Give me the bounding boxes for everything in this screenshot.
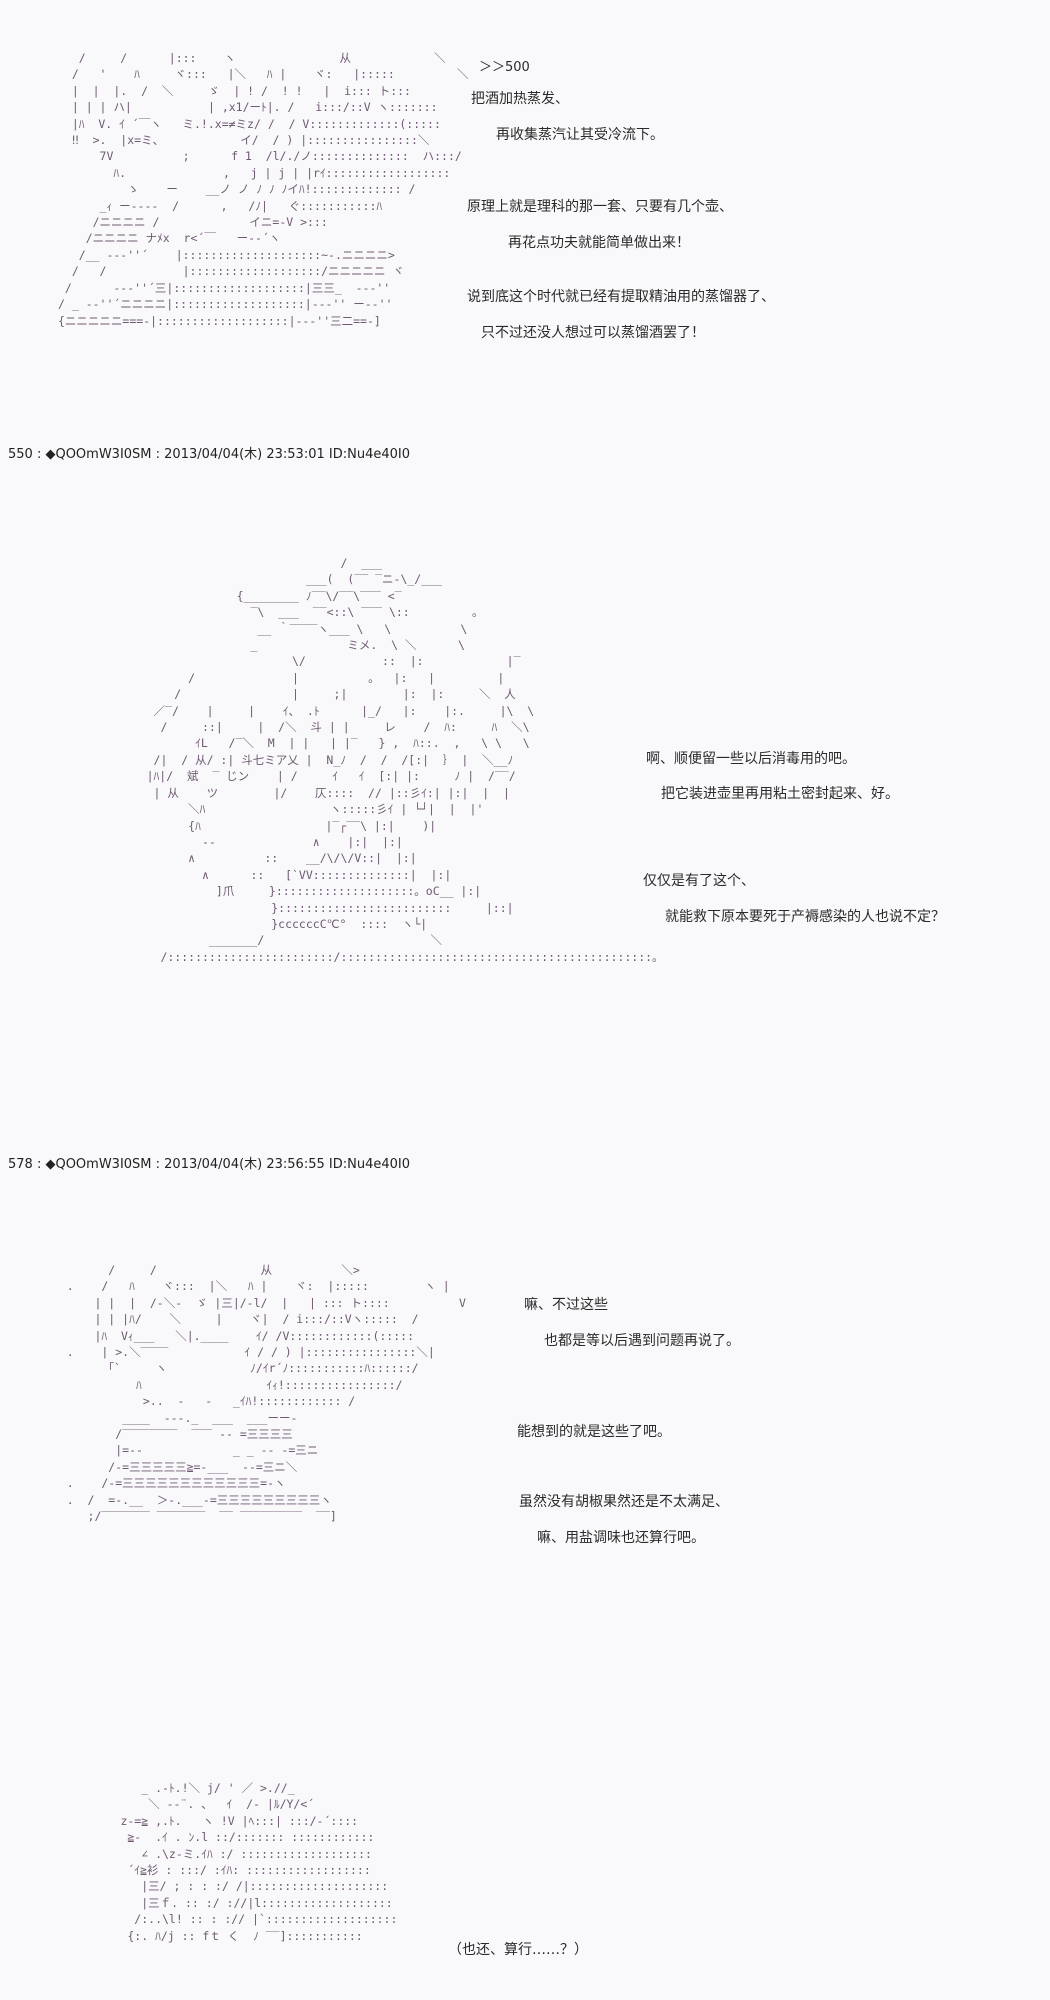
- ascii-art-line: |=-- _ _ ‐- ‐=三ニ: [46, 1443, 319, 1458]
- dialogue-line: 虽然没有胡椒果然还是不太满足、: [519, 1494, 729, 1510]
- post-header-550: 550 : ◆QOOmW3I0SM : 2013/04/04(木) 23:53:…: [8, 447, 410, 462]
- dialogue-line: 再收集蒸汽让其受冷流下。: [496, 127, 664, 143]
- ascii-art-line: ‼ >. |x=ミ、 イ/ / ) |::::::::::::::::＼: [58, 133, 430, 148]
- ascii-art-line: {ﾊ |‾┌‾‾\ |:| )|: [112, 818, 437, 833]
- ascii-art-line: . / =-.__ ＞-.___-=三三三三三三三三三ヽ: [46, 1492, 332, 1507]
- ascii-art-line: /‾‾‾‾‾‾‾‾ ‾‾‾ -- =三三三三: [46, 1427, 293, 1442]
- ascii-art-line: {ニニニニニ===-|:::::::::::::::::::|‐-‐''三二==…: [58, 313, 381, 328]
- post-header-578: 578 : ◆QOOmW3I0SM : 2013/04/04(木) 23:56:…: [8, 1157, 410, 1172]
- ascii-art-line: _ ミメ. \ ＼ \: [112, 638, 465, 653]
- ascii-art-line: \/ :: |: |‾: [112, 654, 521, 669]
- ascii-art-line: /ニニニニ / イニ=-V >:::: [58, 215, 328, 230]
- ascii-art-line: . | >.＼‾‾‾‾ ｲ / / ) |::::::::::::::::＼|: [46, 1345, 435, 1360]
- ascii-art-line: / ::| | /＼ 斗 | | レ / ﾊ: ﾊ ＼\: [112, 720, 530, 735]
- ascii-art-line: ＼ﾊ ヽ:::::彡ｲ | └┘| | |': [112, 802, 484, 817]
- ascii-art-line: |三/ ; : : :/ /|::::::::::::::::::::: [72, 1879, 389, 1894]
- ascii-art-line: | | | ハ| | ,x1/ーﾄ|. / i:::/::V ヽ:::::::: [58, 100, 438, 115]
- ascii-art-line: }::::::::::::::::::::::::: |::|: [112, 900, 514, 915]
- ascii-art-line: -- ∧ |:| |:|: [112, 834, 403, 849]
- ascii-art-line: /:..\l! :: : :// |`:::::::::::::::::::: [72, 1912, 398, 1927]
- ascii-art-line: /__ ‐-‐''´ |::::::::::::::::::::~-.ニニニニ>: [58, 247, 395, 262]
- dialogue-line: 也都是等以后遇到问题再说了。: [544, 1333, 740, 1349]
- ascii-art-line: | | |. / ＼ ゞ | ! / ! ! | i::: ト:::: [58, 83, 411, 98]
- ascii-art-line: ゝ ー __ノ ノ ﾉ ﾉ ﾉイﾊ!::::::::::::: /: [58, 182, 416, 197]
- ascii-art-line: ＼ ‐-¨. 、 ｲ /- |ﾙ/Y/<´: [72, 1797, 315, 1812]
- ascii-art-line: ／‾/ | | ｲ、 .ﾄ |_/ |: |:. |\ \: [112, 703, 535, 718]
- ascii-art-line: {________ ﾉ‾‾\/‾‾\‾‾‾ <‾: [112, 588, 402, 603]
- dialogue-line: 就能救下原本要死于产褥感染的人也说不定？: [665, 909, 945, 925]
- ascii-art-line: / _ -‐''´ニニニニ|:::::::::::::::::::|‐-‐'' …: [58, 297, 393, 312]
- ascii-art-line: / ' ﾊ ヾ::: |＼ ﾊ | ヾ: |::::: ＼: [58, 67, 469, 82]
- ascii-art-character-sitting: / / 从 ＼> . / ﾊ ヾ::: |＼ ﾊ | ヾ: |::::: ヽ |…: [46, 1262, 466, 1525]
- ascii-art-line: / ___: [112, 556, 383, 570]
- ascii-art-line: / | ;| |: |: ＼ 人: [112, 687, 516, 702]
- dialogue-line: 把酒加热蒸发、: [471, 91, 569, 107]
- ascii-art-line: |三ｆ. :: :/ ://|l:::::::::::::::::::: [72, 1895, 393, 1910]
- ascii-art-line: |ﾊ V. ｲ ´￣ヽ ミ.!.x=≠ミz/ / / V::::::::::::…: [58, 116, 441, 131]
- ascii-art-line: ﾊ ｲｨ!::::::::::::::::/: [46, 1377, 403, 1392]
- ascii-art-line: /| / 从/ :| 斗七ミア乂 | N_ﾉ / / /[:| ｝ | ＼__ﾉ: [112, 752, 514, 767]
- ascii-art-line: _ｨ ー---- / , /ﾉ| ぐ:::::::::::ﾊ: [58, 198, 383, 213]
- ascii-art-line: ∧ :: [`VV::::::::::::::| |:|: [112, 867, 452, 882]
- ascii-art-line: ﾊ. , j | j | |rｲ::::::::::::::::::: [58, 165, 451, 180]
- ascii-art-line: / / |::: ヽ 从 ＼: [58, 51, 446, 65]
- ascii-art-line: ∧ :: __/\/\/V::| |:|: [112, 851, 417, 866]
- ascii-art-line: ´ｲ≧衫 : :::/ :ｲﾊ: ::::::::::::::::::: [72, 1863, 371, 1878]
- ascii-art-line: | 从 ツ |/ 仄:::: // |::彡ｲ:| |:| | |: [112, 785, 510, 800]
- dialogue-line: 只不过还没人想过可以蒸馏酒罢了！: [481, 325, 705, 341]
- dialogue-line: 说到底这个时代就已经有提取精油用的蒸馏器了、: [467, 289, 775, 305]
- reply-anchor-link[interactable]: ＞＞500: [479, 60, 530, 75]
- inner-monologue-line: （也还、算行……？）: [448, 1942, 588, 1958]
- ascii-art-line: | | |ﾊ/ ＼ | ヾ| / i:::/::Vヽ::::: /: [46, 1312, 419, 1327]
- dialogue-line: 啊、顺便留一些以后消毒用的吧。: [646, 751, 856, 767]
- ascii-art-line: ‾\ ___ ‾‾<::\ ‾‾‾ \:: 。: [112, 605, 484, 620]
- dialogue-line: 嘛、不过这些: [524, 1297, 608, 1313]
- ascii-art-line: _ .‐ﾄ.!＼ j/ ' ／ >.//_: [72, 1781, 295, 1795]
- ascii-art-character-closeup: / ___ ___( (‾‾ ‾ニ-\_/___ {________ ﾉ‾‾\/…: [112, 555, 664, 965]
- ascii-art-line: >.. - - _ｲﾊ!:::::::::::: /: [46, 1394, 356, 1409]
- dialogue-line: 嘛、用盐调味也还算行吧。: [537, 1530, 705, 1546]
- ascii-art-line: 7V ; f 1 /l/./ノ:::::::::::::: ハ:::/: [58, 149, 462, 164]
- ascii-art-line: ∠ .\z-ミ.ｲﾊ :/ :::::::::::::::::::: [72, 1846, 372, 1861]
- ascii-art-line: |ﾊ Vｨ___ ＼|.____ ｲ/ /V::::::::::::(:::::: [46, 1328, 415, 1343]
- ascii-art-line: __ ｀‾‾‾‾ヽ___ \ \ \: [112, 621, 468, 636]
- ascii-art-line: /-=三三三三三≧=-___ ‐-=三ニ＼: [46, 1459, 298, 1474]
- ascii-art-line: / / |:::::::::::::::::::/ニニニニニ ヾ: [58, 264, 404, 279]
- ascii-art-line: ｲL /‾＼ M | | | |‾ } , ﾊ::. , \ \ \: [112, 736, 530, 751]
- ascii-art-line: ≧- .ｲ . ﾝ.l ::/::::::: ::::::::::::: [72, 1830, 375, 1845]
- ascii-art-line: ]爪 }::::::::::::::::::::。oC__ |:|: [112, 884, 482, 899]
- dialogue-line: 原理上就是理科的那一套、只要有几个壶、: [467, 199, 733, 215]
- ascii-art-line: / / 从 ＼>: [46, 1263, 360, 1277]
- dialogue-line: 仅仅是有了这个、: [643, 873, 755, 889]
- dialogue-line: 再花点功夫就能简单做出来！: [508, 235, 690, 251]
- ascii-art-line: . / ﾊ ヾ::: |＼ ﾊ | ヾ: |::::: ヽ |: [46, 1279, 450, 1294]
- ascii-art-line: / | 。 |: | |: [112, 670, 505, 685]
- ascii-art-line: }ccccccC℃° :::: ヽ└|: [112, 916, 428, 931]
- ascii-art-line: | | | /-＼- ゞ |三|/-l/ | | ::: ト:::: V: [46, 1295, 466, 1310]
- ascii-art-line: /ニニニニ ナﾒx r<´￣ ー-‐´ヽ: [58, 231, 281, 246]
- ascii-art-line: ;/‾‾‾‾‾‾‾ ‾‾‾‾‾‾‾ ‾‾ ‾‾‾‾‾‾‾‾‾ ‾‾]: [46, 1509, 337, 1524]
- dialogue-line: 把它装进壶里再用粘土密封起来、好。: [661, 786, 899, 802]
- dialogue-line: 能想到的就是这些了吧。: [517, 1424, 671, 1440]
- ascii-art-line: . /-=三三三三三三三三三三三三=-ヽ: [46, 1476, 286, 1491]
- ascii-art-line: z-=≧ ,.ﾄ. ヽ !V |ﾍ:::| :::/-´::::: [72, 1813, 359, 1828]
- ascii-art-line: ___( (‾‾ ‾ニ-\_/___: [112, 572, 442, 587]
- ascii-art-line: |ﾊ|/ 斌 ‾ じン | / ｲ ｲ [:| |: ﾉ | /‾‾/: [112, 769, 516, 784]
- ascii-art-line: _______/ ＼: [112, 933, 442, 948]
- ascii-art-line: {:. ﾊ/j :: fｔ く ﾉ ‾‾]:::::::::::: [72, 1928, 363, 1943]
- ascii-art-character-closeup-small: _ .‐ﾄ.!＼ j/ ' ／ >.//_ ＼ ‐-¨. 、 ｲ /- |ﾙ/Y…: [72, 1780, 397, 1944]
- ascii-art-character-sitting: / / |::: ヽ 从 ＼ / ' ﾊ ヾ::: |＼ ﾊ | ヾ: |:::…: [58, 50, 469, 329]
- ascii-art-line: / ‐-‐''´三|:::::::::::::::::::|三三_ ‐-‐'': [58, 280, 391, 295]
- ascii-art-line: ｢` ヽ ﾉ/ｲr´ﾉ:::::::::::ﾊ::::::/: [46, 1361, 419, 1376]
- ascii-art-line: /::::::::::::::::::::::::/::::::::::::::…: [112, 949, 664, 964]
- ascii-art-line: ____ ‐-‐._ ___ ___ーー‐: [46, 1410, 298, 1425]
